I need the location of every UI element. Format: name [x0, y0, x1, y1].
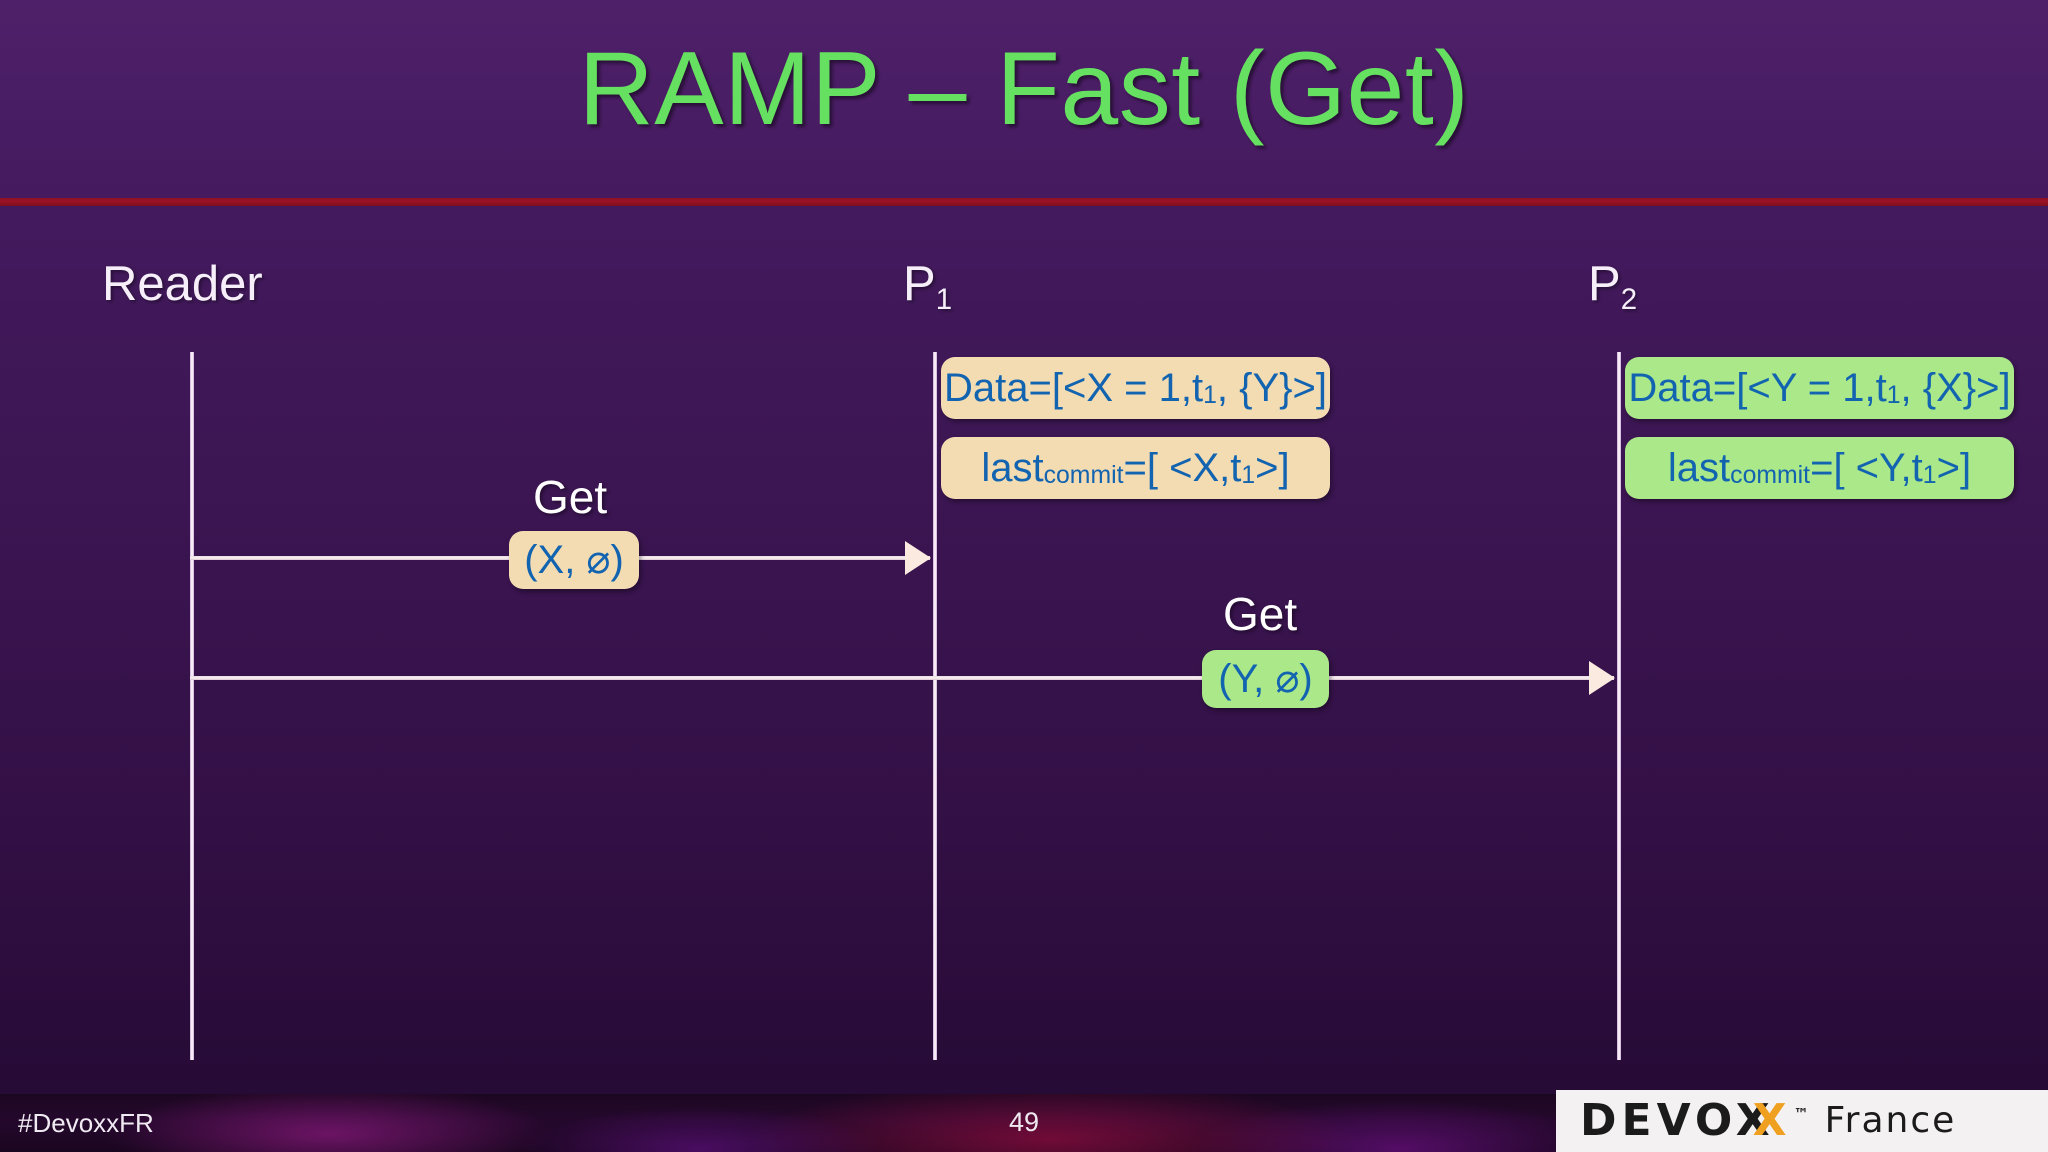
participant-label-p2: P2 [1588, 256, 1637, 316]
state-box-p2-lastcommit-suffix: =[ <Y,t [1810, 446, 1923, 490]
participant-name-p2: P [1588, 257, 1621, 311]
lifeline-p2 [1617, 352, 1621, 1060]
message-caption-get-x: Get [533, 471, 608, 523]
state-box-p1-data-prefix: Data=[<X = 1,t [944, 366, 1204, 410]
state-box-p1-lastcommit-suffix2: >] [1255, 446, 1290, 490]
participant-label-reader: Reader [102, 256, 263, 312]
state-box-p1-lastcommit-prefix: last [981, 446, 1044, 490]
state-box-p1-lastcommit-sub2: 1 [1241, 461, 1256, 489]
participant-label-p1: P1 [903, 256, 952, 316]
state-box-p2-lastcommit-prefix: last [1667, 446, 1731, 490]
message-payload-get-x: (X, ⌀) [509, 531, 639, 589]
title-band [0, 0, 2048, 201]
message-line-get-y [190, 676, 1614, 680]
message-caption-get-y: Get [1223, 588, 1298, 640]
state-box-p2-lastcommit-suffix2: >] [1936, 446, 1972, 490]
trademark-icon: ™ [1793, 1105, 1809, 1124]
state-box-p2-data-prefix: Data=[<Y = 1,t [1628, 366, 1887, 410]
participant-subscript-p2: 2 [1620, 282, 1638, 316]
devoxx-france-suffix: France [1824, 1100, 1957, 1141]
state-box-p2-data-suffix: , {X}>] [1900, 366, 2011, 410]
message-arrowhead-get-y [1589, 661, 1615, 695]
participant-subscript-p1: 1 [935, 282, 953, 316]
footer-hashtag: #DevoxxFR [18, 1108, 154, 1138]
lifeline-reader [190, 352, 194, 1060]
participant-name-reader: Reader [102, 257, 263, 311]
devoxx-x-accent: X [1752, 1095, 1792, 1146]
state-box-p2-data-sub: 1 [1886, 381, 1901, 409]
lifeline-p1 [933, 352, 937, 1060]
page-title: RAMP – Fast (Get) [578, 31, 1470, 147]
devoxx-wordmark-text: DEVOX [1580, 1095, 1775, 1146]
state-box-p1-data-sub: 1 [1203, 381, 1217, 409]
state-box-p1-lastcommit-suffix: =[ <X,t [1123, 446, 1242, 490]
message-payload-get-y: (Y, ⌀) [1202, 650, 1329, 708]
title-divider [0, 198, 2048, 206]
message-arrowhead-get-x [905, 541, 931, 575]
state-box-p1-lastcommit-sub: commit [1043, 461, 1124, 489]
state-box-p1-data-suffix: , {Y}>] [1216, 366, 1327, 410]
footer-page-number: 49 [1008, 1107, 1040, 1137]
state-box-p2-lastcommit-sub: commit [1730, 461, 1811, 489]
participant-name-p1: P [903, 257, 936, 311]
state-box-p2-lastcommit-sub2: 1 [1922, 461, 1937, 489]
